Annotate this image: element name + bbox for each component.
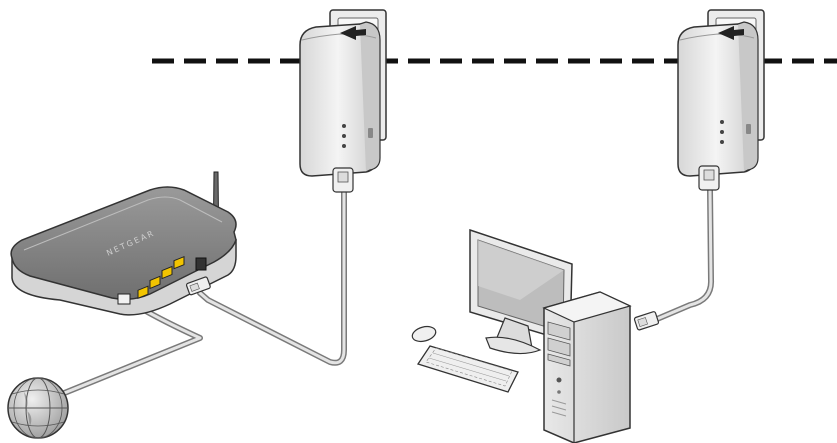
plug-arrow xyxy=(340,26,366,40)
led xyxy=(720,120,724,124)
wan-port xyxy=(117,293,131,305)
ethernet-plug xyxy=(185,276,211,296)
mouse xyxy=(411,325,437,343)
reset-button xyxy=(368,128,373,138)
ethernet-plug xyxy=(332,167,354,193)
powerline-adapter-1 xyxy=(299,9,387,193)
ethernet-cable-adapter2-computer xyxy=(647,187,715,325)
led xyxy=(720,130,724,134)
ethernet-plug xyxy=(633,311,660,331)
led xyxy=(342,124,346,128)
led xyxy=(342,134,346,138)
computer xyxy=(411,228,660,443)
router-top xyxy=(10,186,237,301)
led xyxy=(720,140,724,144)
powerline-adapter-2 xyxy=(677,9,765,191)
lan-ports xyxy=(137,255,185,299)
router: NETGEAR xyxy=(10,171,237,316)
power-jack xyxy=(195,257,207,271)
reset-button xyxy=(746,124,751,134)
ethernet-plug xyxy=(698,165,720,191)
tower xyxy=(542,291,632,443)
plug-arrow xyxy=(718,26,744,40)
internet-globe xyxy=(7,377,69,439)
led xyxy=(342,144,346,148)
keyboard xyxy=(416,345,519,393)
